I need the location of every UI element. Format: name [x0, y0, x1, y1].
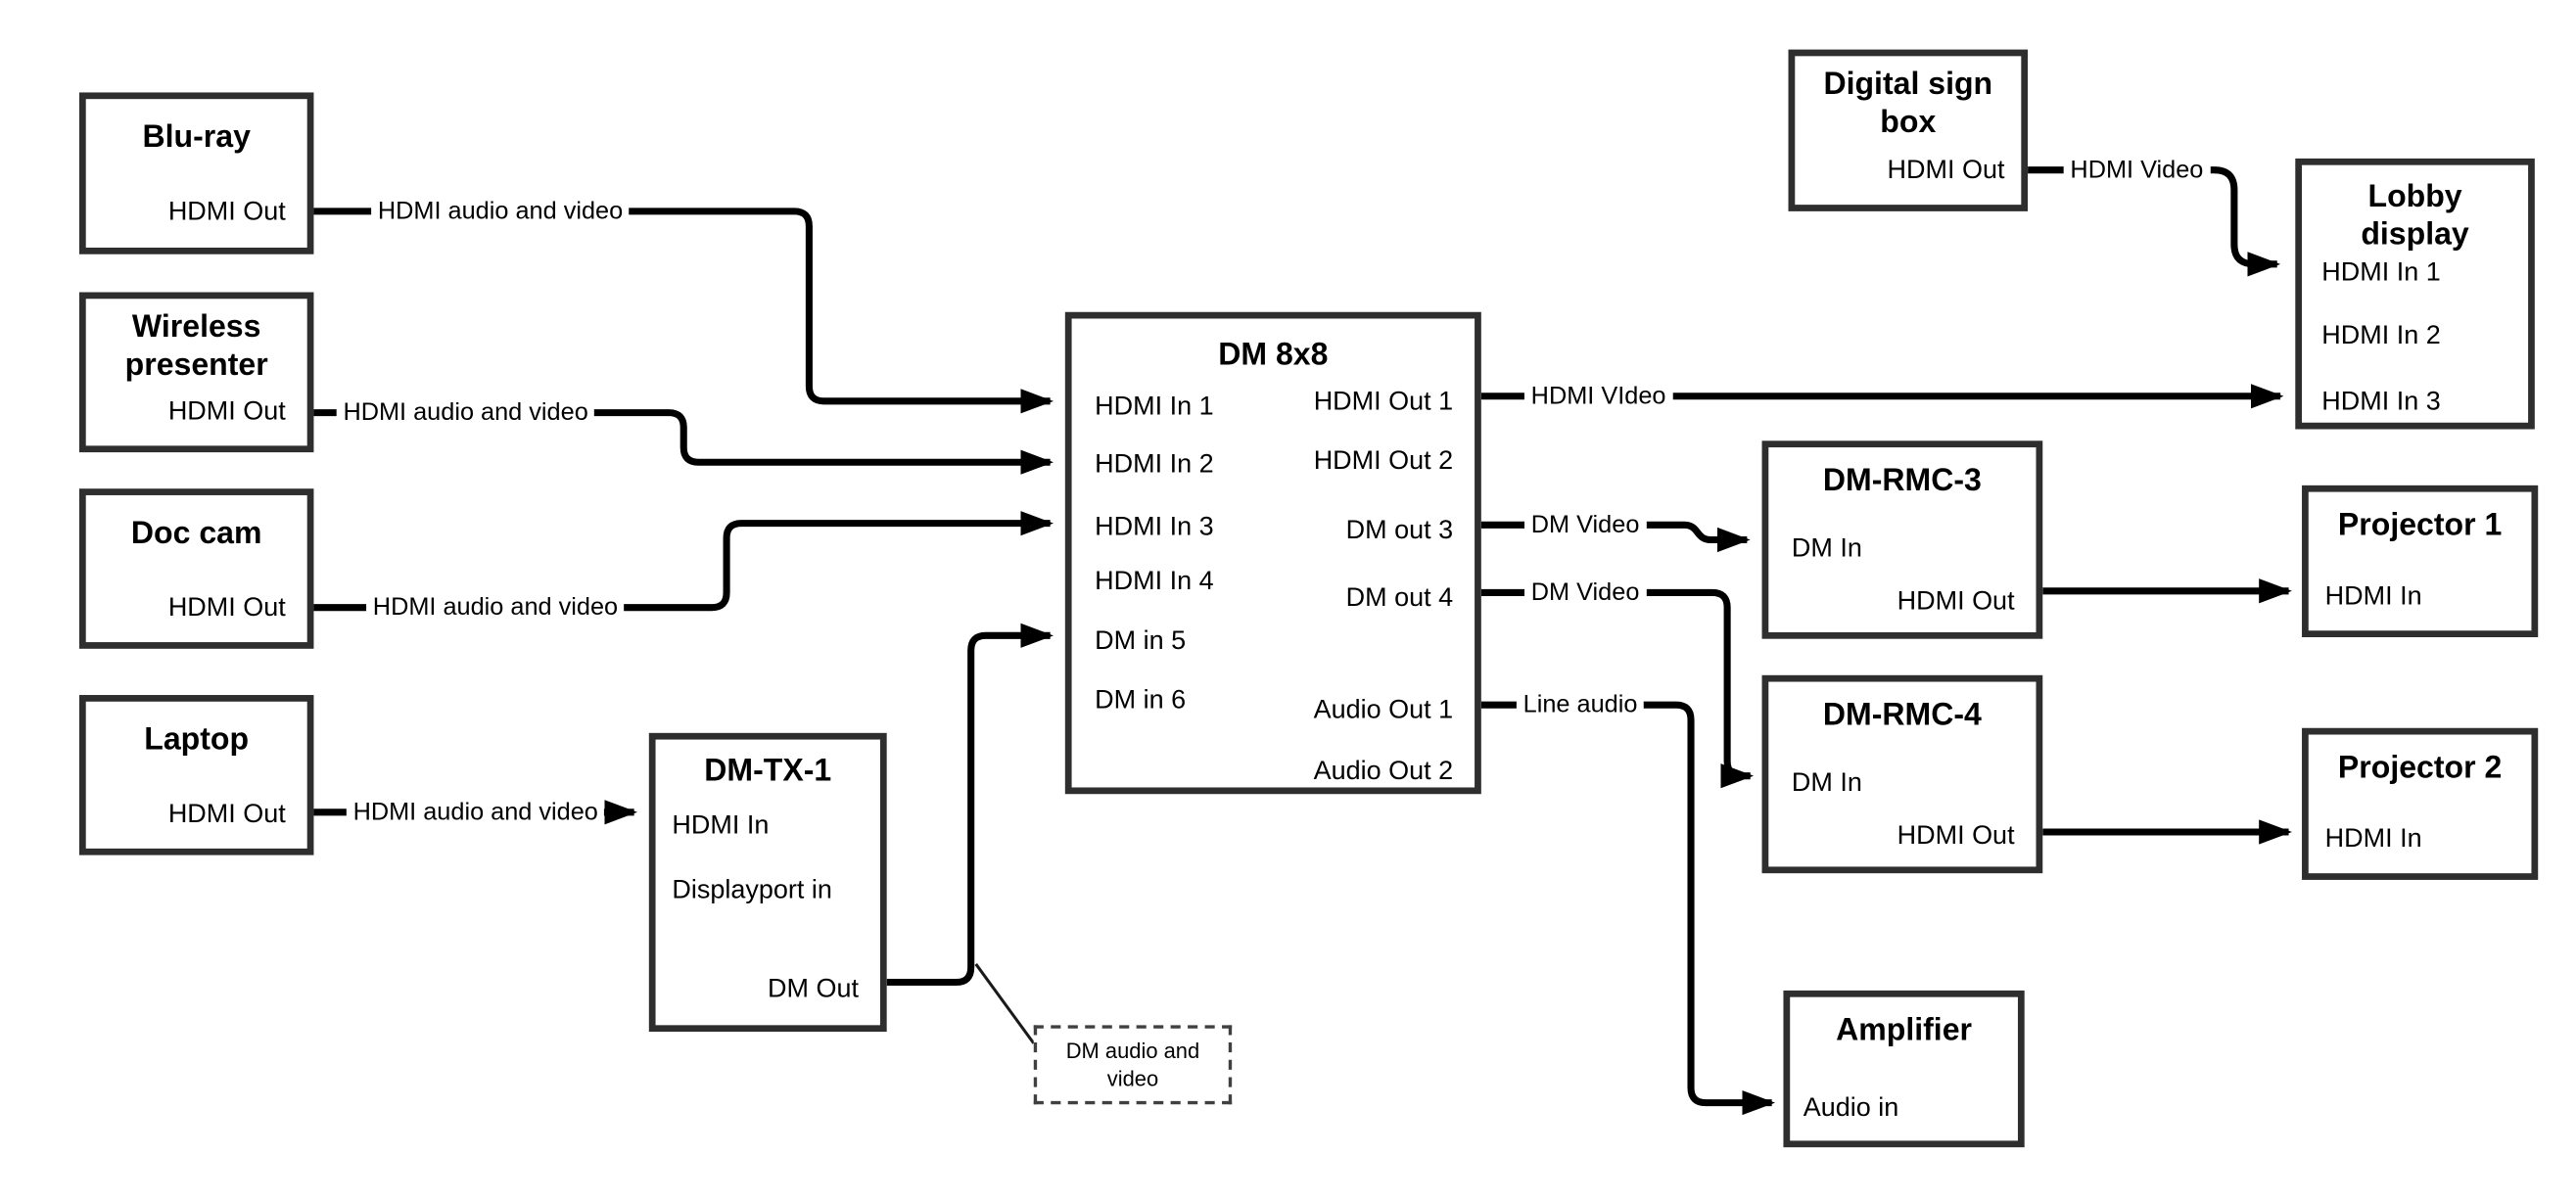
node-dm-8x8-title: DM 8x8 [1218, 338, 1329, 374]
dmrmc4-port-hdmi-out: HDMI Out [1897, 821, 2015, 851]
dmtx1-port-hdmi-in: HDMI In [672, 811, 770, 841]
edge-label-bluray: HDMI audio and video [371, 195, 630, 227]
projector1-port-hdmi-in: HDMI In [2324, 582, 2422, 612]
digitalsign-port-hdmi-out: HDMI Out [1887, 157, 2005, 185]
amplifier-port-audio-in: Audio in [1803, 1094, 1899, 1123]
node-bluray-title: Blu-ray [142, 120, 251, 156]
edge-wireless-to-dm8x8-in2 [313, 409, 1054, 475]
dm8x8-port-hdmi-in-3: HDMI In 3 [1095, 513, 1214, 542]
dmtx1-port-displayport-in: Displayport in [672, 876, 832, 905]
edge-dm8x8-out4-to-dmrmc4 [1480, 588, 1755, 789]
dm8x8-port-hdmi-in-2: HDMI In 2 [1095, 450, 1214, 480]
node-projector-2-title: Projector 2 [2337, 751, 2503, 786]
node-dm-tx-1: DM-TX-1 HDMI In Displayport in DM Out [648, 732, 887, 1033]
node-bluray: Blu-ray HDMI Out [78, 92, 314, 254]
edge-dm8x8-out3-to-dmrmc3 [1480, 521, 1751, 553]
projector2-port-hdmi-in: HDMI In [2324, 825, 2422, 854]
edge-label-line-audio: Line audio [1516, 689, 1645, 721]
node-dm-tx-1-title: DM-TX-1 [704, 754, 832, 790]
edge-label-dm-video-out3: DM Video [1524, 509, 1647, 541]
node-dm-8x8: DM 8x8 HDMI In 1 HDMI In 2 HDMI In 3 HDM… [1064, 311, 1481, 795]
wireless-port-hdmi-out: HDMI Out [167, 397, 286, 427]
dm8x8-port-hdmi-in-1: HDMI In 1 [1095, 393, 1214, 422]
laptop-port-hdmi-out: HDMI Out [167, 800, 286, 829]
edge-label-laptop: HDMI audio and video [346, 796, 605, 828]
node-wireless-presenter: Wireless presenter HDMI Out [78, 292, 314, 453]
node-doc-cam: Doc cam HDMI Out [78, 488, 314, 649]
node-projector-1: Projector 1 HDMI In [2302, 485, 2539, 638]
node-lobby-display-title: Lobby display [2361, 179, 2469, 254]
edge-dmtx1-to-dm8x8-in5 [886, 623, 1054, 987]
node-doc-cam-title: Doc cam [130, 516, 262, 552]
note-callout-line [974, 963, 1036, 1044]
node-digital-sign-title: Digital sign box [1823, 68, 1993, 141]
dmrmc3-port-hdmi-out: HDMI Out [1897, 587, 2015, 617]
lobby-port-hdmi-in-1: HDMI In 1 [2321, 258, 2441, 288]
node-dm-rmc-4: DM-RMC-4 DM In HDMI Out [1761, 674, 2043, 874]
dm8x8-port-audio-out-1: Audio Out 1 [1313, 696, 1454, 725]
edge-dm8x8-audio1-to-amplifier [1480, 701, 1776, 1116]
edge-label-dm-video-out4: DM Video [1524, 577, 1647, 609]
dm8x8-port-hdmi-in-4: HDMI In 4 [1095, 568, 1214, 596]
edge-label-doccam: HDMI audio and video [366, 591, 625, 624]
node-projector-2: Projector 2 HDMI In [2302, 727, 2539, 880]
node-lobby-display: Lobby display HDMI In 1 HDMI In 2 HDMI I… [2295, 158, 2535, 430]
dm8x8-port-dm-out-4: DM out 4 [1345, 584, 1454, 613]
lobby-port-hdmi-in-2: HDMI In 2 [2321, 321, 2441, 350]
bluray-port-hdmi-out: HDMI Out [167, 198, 286, 227]
dm8x8-port-dm-out-3: DM out 3 [1345, 516, 1454, 545]
node-amplifier: Amplifier Audio in [1783, 990, 2025, 1148]
edge-digitalsign-to-lobby-in1 [2028, 166, 2281, 277]
node-wireless-title: Wireless presenter [124, 310, 268, 384]
dm8x8-port-dm-in-5: DM in 5 [1095, 626, 1187, 656]
edge-doccam-to-dm8x8-in3 [313, 510, 1054, 612]
doccam-port-hdmi-out: HDMI Out [167, 594, 286, 623]
dm8x8-port-hdmi-out-1: HDMI Out 1 [1313, 388, 1454, 417]
dmtx1-port-dm-out: DM Out [768, 975, 860, 1004]
edge-label-hdmi-video-out1: HDMI VIdeo [1523, 380, 1673, 412]
lobby-port-hdmi-in-3: HDMI In 3 [2321, 388, 2441, 417]
dmrmc4-port-dm-in: DM In [1791, 768, 1862, 798]
node-laptop: Laptop HDMI Out [78, 695, 314, 855]
note-dm-audio-and-video: DM audio and video [1033, 1025, 1233, 1105]
node-laptop-title: Laptop [144, 722, 250, 759]
node-projector-1-title: Projector 1 [2337, 508, 2503, 543]
dm8x8-port-dm-in-6: DM in 6 [1095, 686, 1187, 716]
node-dm-rmc-3: DM-RMC-3 DM In HDMI Out [1761, 440, 2043, 639]
node-dm-rmc-4-title: DM-RMC-4 [1822, 698, 1982, 733]
edge-label-wireless: HDMI audio and video [336, 396, 595, 429]
dmrmc3-port-dm-in: DM In [1791, 534, 1862, 564]
edge-bluray-to-dm8x8-in1 [313, 208, 1054, 414]
node-dm-rmc-3-title: DM-RMC-3 [1822, 463, 1982, 499]
node-digital-sign-box: Digital sign box HDMI Out [1788, 49, 2029, 211]
dm8x8-port-audio-out-2: Audio Out 2 [1313, 758, 1454, 786]
node-amplifier-title: Amplifier [1836, 1013, 1973, 1048]
edge-label-digitalsign: HDMI Video [2063, 154, 2211, 186]
dm8x8-port-hdmi-out-2: HDMI Out 2 [1313, 447, 1454, 476]
